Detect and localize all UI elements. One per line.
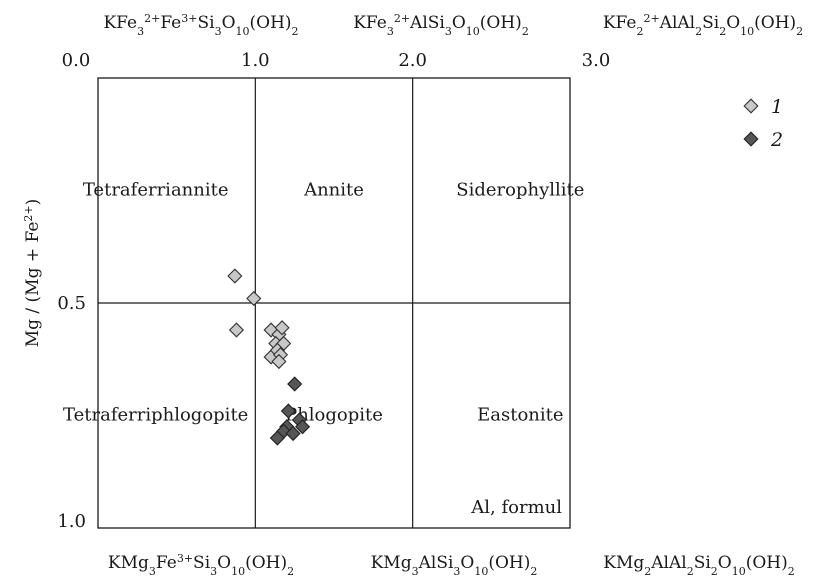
bottom-formulas: KMg3Fe3+Si3O10(OH)2 KMg3AlSi3O10(OH)2 KMg2… [108,552,795,576]
series-2-point [285,425,301,442]
series-2-point [280,403,296,419]
formula-annite: KFe32+AlSi3O10(OH)2 [353,12,529,38]
field-label: Phlogopite [285,405,383,426]
formula-tetraferriannite: KFe32+Fe3+Si3O10(OH)2 [103,12,298,38]
x-tick-label: 0.0 [62,50,91,71]
formula-siderophyllite: KFe22+AlAl2Si2O10(OH)2 [603,12,803,38]
series-1-point [228,322,245,338]
data-points [227,268,311,446]
series-1-point [271,353,287,370]
x-axis-label: Al, formul [470,497,562,518]
series-2-point [269,430,285,446]
series-1-point [246,290,262,307]
y-tick-label: 1.0 [57,511,86,532]
field-labels: Tetraferriannite Annite SiderophylliteTetr… [63,180,584,426]
series-2-point [287,376,303,392]
x-tick-label: 3.0 [582,50,611,71]
x-tick-label: 1.0 [241,50,270,71]
y-axis-label-close: ) [23,199,43,206]
legend-label: 2 [770,129,783,151]
y-tick-label: 0.5 [57,293,86,314]
field-label: Eastonite [477,405,563,426]
legend-label: 1 [771,96,783,118]
field-label: Siderophyllite [456,180,584,201]
top-formulas: KFe32+Fe3+Si3O10(OH)2 KFe32+AlSi3O10(OH)2… [103,12,803,38]
grid-lines [98,78,570,528]
formula-phlogopite: KMg3AlSi3O10(OH)2 [371,553,538,576]
series-2-point [294,419,311,435]
y-axis-label: Mg / (Mg + Fe2+) [22,199,44,348]
field-label: Tetraferriannite [83,180,229,201]
formula-eastonite: KMg2AlAl2Si2O10(OH)2 [603,553,795,576]
y-axis-label-main: Mg / (Mg + Fe [23,222,43,348]
field-label: Tetraferriphlogopite [63,405,248,426]
field-label: Annite [303,180,364,201]
y-axis-label-sup: 2+ [22,205,35,221]
series-1-point [227,268,243,284]
y-axis-ticks: 0.5 1.0 [57,293,86,532]
legend: 12 [743,96,783,151]
series-1-point [274,320,290,336]
legend-marker [743,98,759,114]
x-tick-label: 2.0 [398,50,427,71]
formula-tetraferriphlogopite: KMg3Fe3+Si3O10(OH)2 [108,552,294,576]
x-axis-ticks: 0.0 1.0 2.0 3.0 [62,50,611,71]
legend-marker [743,131,759,147]
